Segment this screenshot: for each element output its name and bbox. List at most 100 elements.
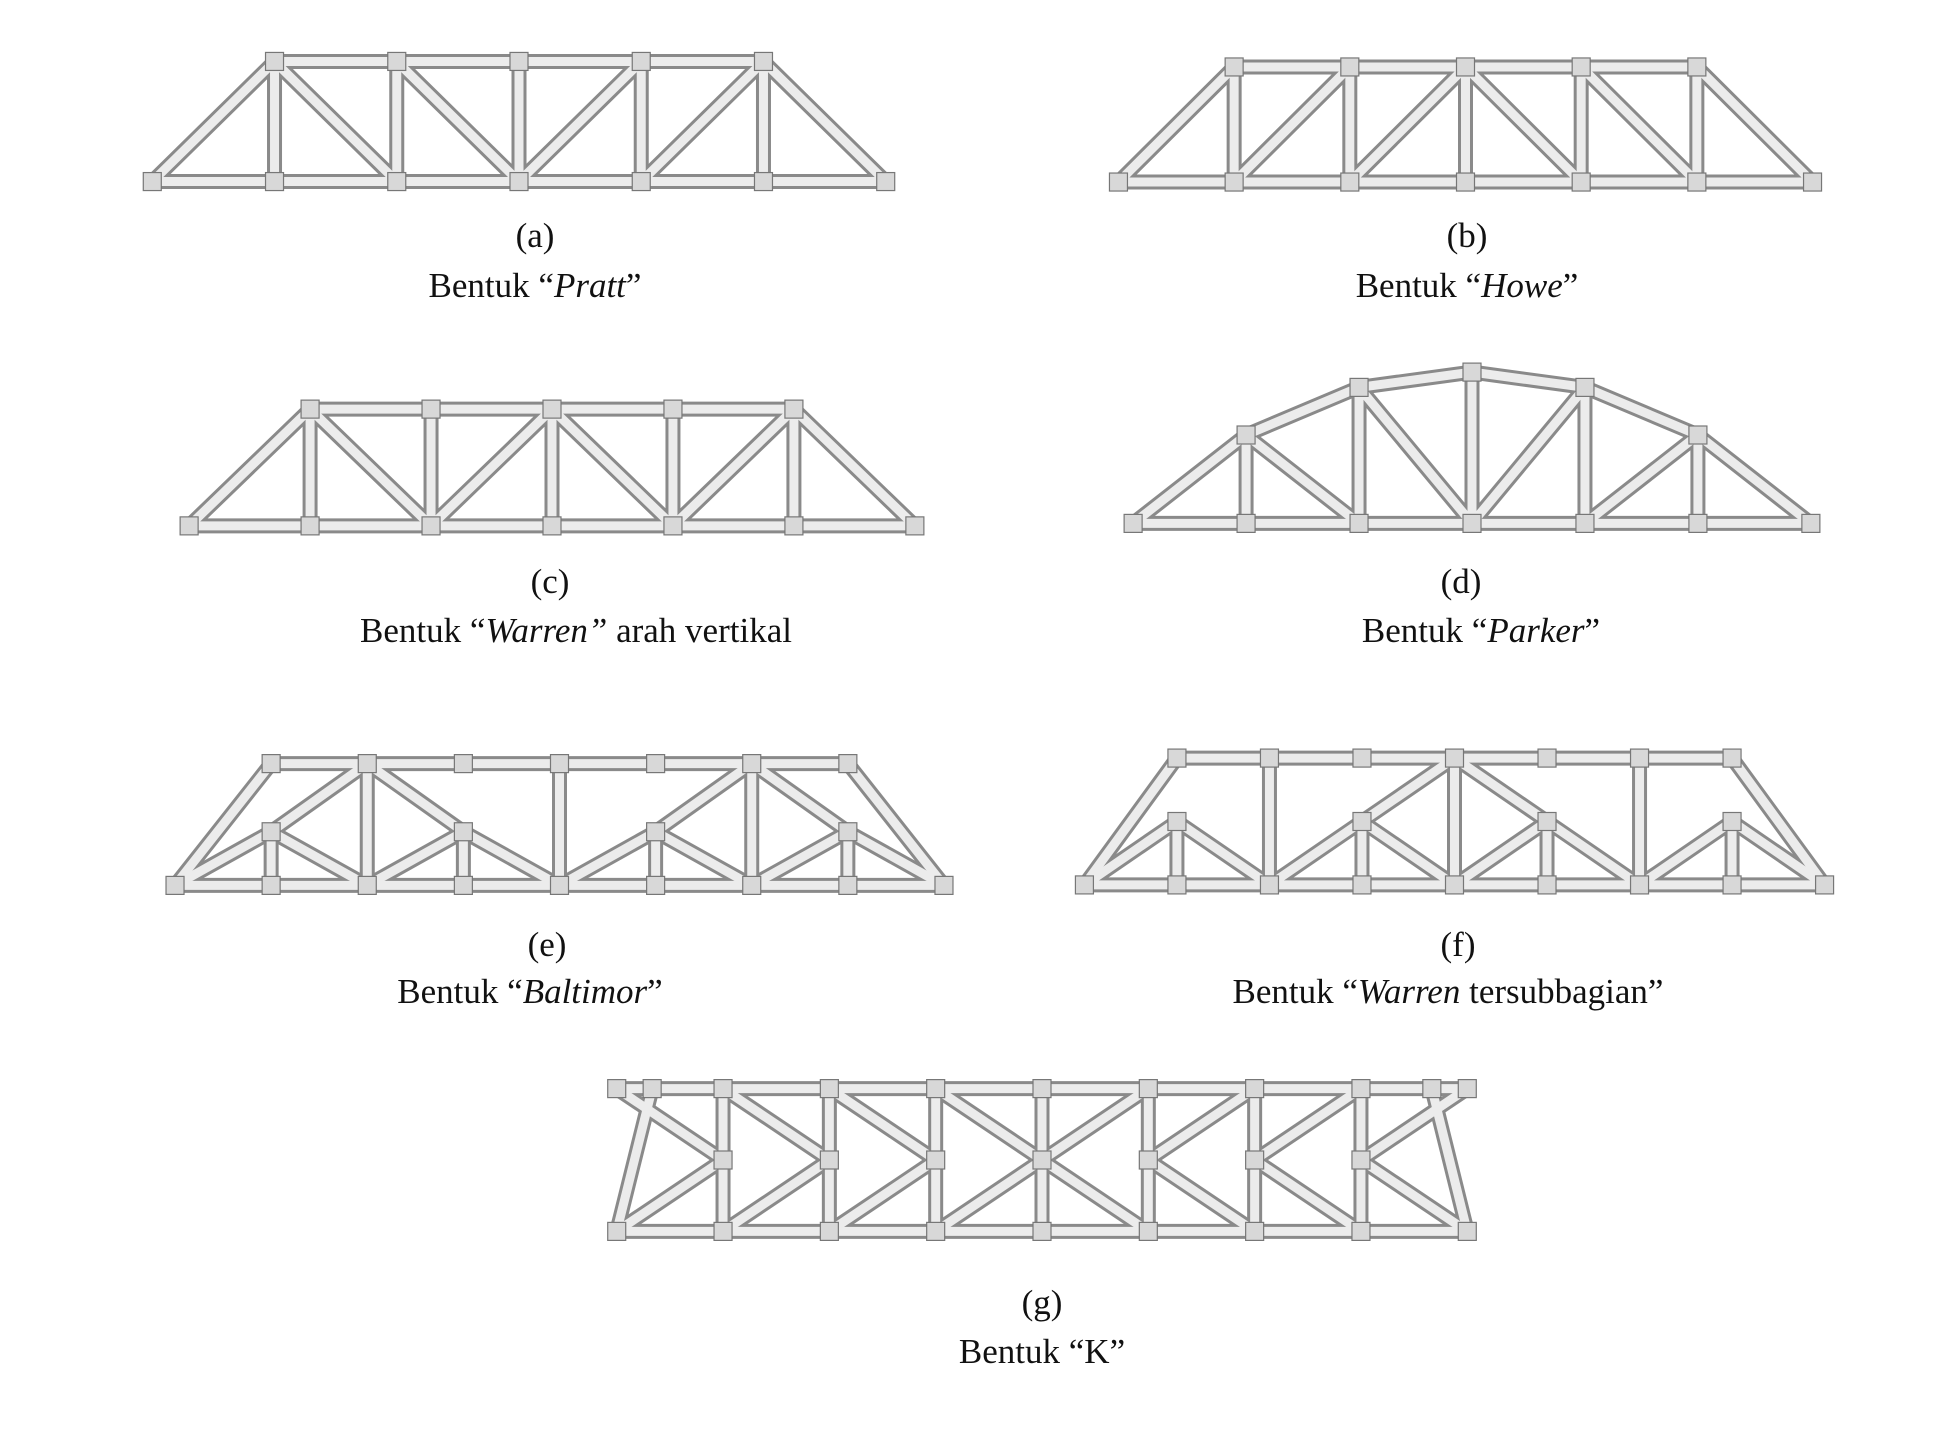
caption-name: Pratt xyxy=(553,266,626,305)
truss-joint xyxy=(1722,811,1742,832)
truss-joint xyxy=(1537,875,1557,895)
truss-member xyxy=(651,759,757,837)
truss-joint xyxy=(838,753,858,774)
parker-truss-drawing xyxy=(1123,362,1821,533)
truss-joint xyxy=(542,516,562,536)
truss-joint xyxy=(1138,1078,1158,1099)
truss-joint xyxy=(1629,748,1650,768)
truss-joint xyxy=(663,516,683,536)
warren-subdivided-truss-drawing xyxy=(1074,748,1835,895)
truss-joint xyxy=(1236,425,1256,445)
truss-joint xyxy=(663,399,683,419)
truss-member xyxy=(1143,1084,1260,1165)
truss-joint xyxy=(1571,57,1591,77)
caption-suffix: ” xyxy=(647,972,663,1011)
truss-joint xyxy=(926,1221,946,1241)
truss-member xyxy=(170,759,276,890)
truss-joint xyxy=(607,1221,627,1241)
truss-member xyxy=(718,1155,834,1236)
truss-member xyxy=(747,759,853,837)
truss-member xyxy=(1250,1084,1366,1165)
truss-member xyxy=(1356,1155,1472,1236)
truss-joint xyxy=(713,1078,733,1099)
truss-member xyxy=(305,404,436,531)
caption-letter-f: (f) xyxy=(1440,925,1476,964)
truss-joint xyxy=(646,875,666,896)
truss-member xyxy=(718,1084,834,1165)
caption-prefix: Bentuk “ xyxy=(958,1332,1085,1371)
truss-joint xyxy=(264,51,285,72)
truss-member xyxy=(1580,430,1703,528)
caption-suffix: ” xyxy=(1109,1332,1126,1371)
truss-joint xyxy=(1138,1221,1158,1241)
truss-joint xyxy=(1236,513,1256,533)
truss-member xyxy=(1580,382,1703,440)
caption-letter-g: (g) xyxy=(1021,1283,1063,1322)
truss-member xyxy=(1357,753,1459,826)
caption-pratt: Bentuk “Pratt” xyxy=(429,266,642,306)
truss-member xyxy=(266,759,372,837)
truss-joint xyxy=(1801,513,1821,533)
truss-joint xyxy=(1688,425,1708,445)
truss-joint xyxy=(357,753,377,774)
truss-member xyxy=(1357,817,1459,890)
truss-joint xyxy=(631,171,651,192)
truss-joint xyxy=(742,875,762,896)
truss-joint xyxy=(1167,875,1187,895)
truss-joint xyxy=(934,875,954,896)
truss-joint xyxy=(1352,748,1372,768)
truss-member xyxy=(392,56,524,187)
caption-prefix: Bentuk “ xyxy=(360,611,486,650)
truss-member xyxy=(843,759,949,890)
truss-joint xyxy=(1032,1150,1052,1170)
truss-joint xyxy=(1351,1221,1371,1241)
truss-member xyxy=(1172,817,1274,890)
truss-member xyxy=(426,404,557,531)
truss-joint xyxy=(1351,1078,1371,1099)
truss-member xyxy=(514,56,646,187)
truss-member xyxy=(1037,1155,1153,1236)
caption-name: Warren” xyxy=(485,611,608,650)
truss-member xyxy=(1635,817,1737,890)
truss-joint xyxy=(1444,875,1465,895)
truss-joint xyxy=(261,875,281,896)
truss-joint xyxy=(549,875,570,896)
truss-joint xyxy=(300,399,320,419)
truss-joint xyxy=(876,171,896,192)
truss-member xyxy=(1354,367,1477,392)
truss-member xyxy=(362,759,468,837)
truss-member xyxy=(362,827,468,890)
truss-member xyxy=(1467,382,1590,528)
caption-suffix: arah vertikal xyxy=(607,611,792,650)
truss-member xyxy=(651,827,757,890)
truss-joint xyxy=(453,875,473,896)
truss-joint xyxy=(1352,875,1372,895)
truss-member xyxy=(555,827,661,890)
caption-letter-c: (c) xyxy=(530,562,570,601)
truss-joint xyxy=(1722,748,1742,768)
truss-member xyxy=(458,827,564,890)
truss-member xyxy=(1037,1084,1153,1165)
caption-name: Warren xyxy=(1357,972,1461,1011)
truss-member xyxy=(184,404,315,531)
truss-joint xyxy=(1455,57,1476,77)
truss-member xyxy=(1354,382,1477,528)
truss-joint xyxy=(838,822,858,842)
truss-member xyxy=(1113,62,1239,187)
truss-joint xyxy=(784,399,804,419)
truss-member xyxy=(1542,817,1645,890)
truss-joint xyxy=(646,753,666,774)
truss-joint xyxy=(1455,172,1476,192)
truss-joint xyxy=(838,875,858,896)
truss-member xyxy=(843,827,949,890)
truss-joint xyxy=(1245,1150,1265,1170)
caption-parker: Bentuk “Parker” xyxy=(1362,611,1600,651)
caption-name: K xyxy=(1084,1332,1110,1371)
truss-joint xyxy=(1629,875,1650,895)
truss-member xyxy=(747,827,853,890)
truss-member xyxy=(1345,62,1470,187)
truss-joint xyxy=(607,1078,627,1099)
caption-name: Howe xyxy=(1481,266,1563,305)
truss-member xyxy=(824,1084,941,1165)
caption-howe: Bentuk “Howe” xyxy=(1356,266,1579,306)
